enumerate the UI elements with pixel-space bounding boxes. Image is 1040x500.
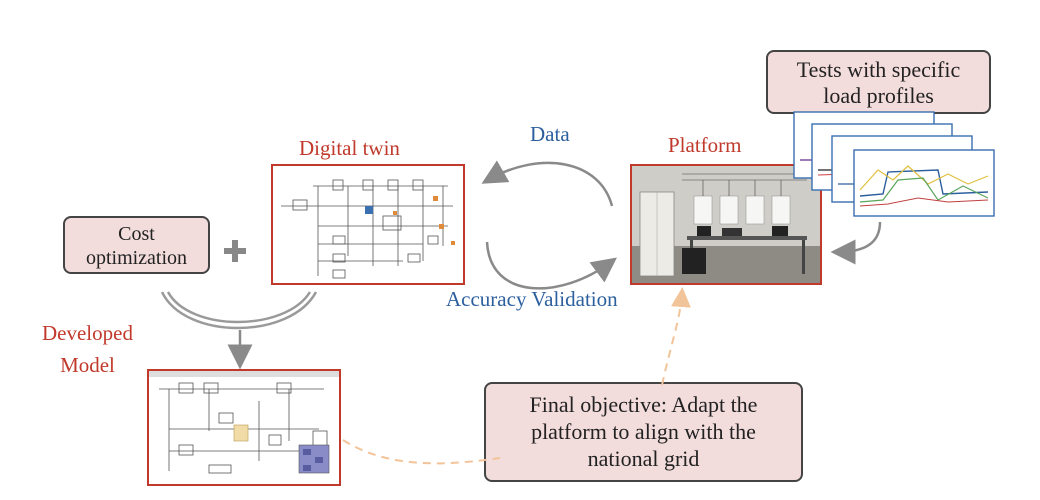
digital-twin-label: Digital twin (299, 136, 400, 160)
data-arrow (481, 160, 614, 207)
final-objective-box: Final objective: Adapt the platform to a… (484, 382, 803, 482)
combine-arc-outer (160, 291, 318, 330)
tests-arrow (830, 221, 882, 265)
developed-model-schematic (147, 369, 341, 486)
accuracy-validation-label: Accuracy Validation (446, 287, 618, 311)
tests-load-profiles-box: Tests with specific load profiles (766, 50, 991, 114)
digital-twin-schematic (271, 164, 465, 285)
developed-model-label: Developed Model (42, 321, 133, 377)
data-label: Data (530, 122, 570, 146)
load-profile-charts (788, 110, 1000, 220)
cost-optimization-box: Cost optimization (63, 216, 210, 274)
plus-icon (224, 240, 246, 262)
platform-photo (630, 164, 822, 285)
combine-arc-inner (166, 291, 312, 324)
objective-arrow (342, 439, 501, 465)
validation-arrow (485, 241, 618, 290)
platform-label: Platform (668, 133, 742, 157)
